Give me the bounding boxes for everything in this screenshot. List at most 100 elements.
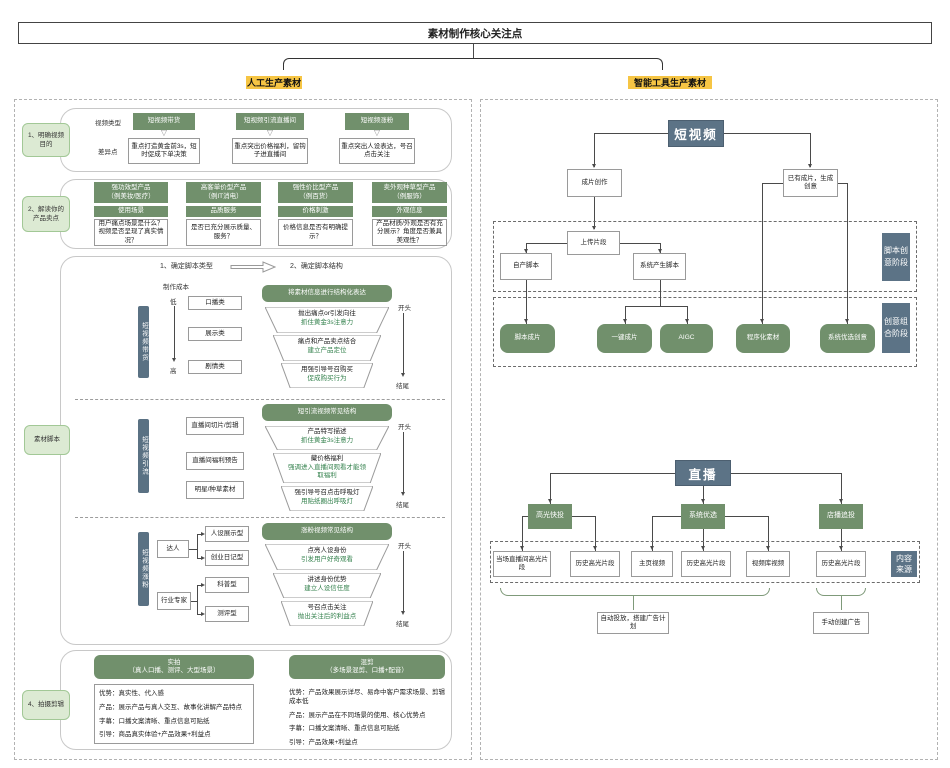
- section-4-label: 4、拍摄剪辑: [22, 690, 70, 720]
- connector-line: [526, 280, 527, 324]
- connector-line: [731, 473, 841, 474]
- arrowhead: [844, 319, 849, 323]
- diagram-node: 优势：真实性、代入感 产品：展示产品与真人交互、故事化讲解产品特点 字幕：口播文…: [94, 684, 254, 744]
- arrow-right-icon: [230, 260, 277, 278]
- right-panel: [480, 99, 938, 760]
- diagram-node: 用户痛点场景是什么？视频是否呈现了真实情况？: [94, 219, 168, 246]
- arrowhead: [838, 499, 843, 503]
- diagram-node: 脚本成片: [500, 324, 555, 353]
- connector-line: [724, 133, 810, 134]
- arrowhead: [519, 546, 524, 550]
- stage-2-label: 创意组 合阶段: [882, 303, 910, 353]
- diagram-node: 主页视频: [631, 551, 673, 577]
- connector-line: [197, 585, 202, 586]
- funnel-sub: 抓住黄金3s注意力: [300, 319, 354, 327]
- arrowhead: [523, 319, 528, 323]
- page-title: 素材制作核心关注点: [18, 22, 932, 44]
- arrowhead: [838, 546, 843, 550]
- head-label: 开头: [398, 305, 411, 312]
- diagram-node: 短视频涨粉: [345, 113, 409, 130]
- connector-line: [625, 306, 626, 324]
- funnel-sub: 抛出关注后的利益点: [297, 613, 357, 621]
- arrowhead: [400, 373, 405, 377]
- stage-1-label: 脚本创 意阶段: [882, 233, 910, 281]
- diagram-node: 是否已充分展示质量、服务？: [186, 219, 261, 246]
- arrowhead: [400, 611, 405, 615]
- diagram-node: 价格信息是否有明确提示？: [278, 219, 353, 246]
- funnel-sub: 建立人设信任度: [304, 585, 350, 593]
- funnel-row: 产品特写描述 抓住黄金3s注意力: [265, 426, 389, 450]
- diagram-node: 手动创建广告: [813, 612, 869, 634]
- funnel-row: 讲述身份优势 建立人设信任度: [273, 573, 381, 598]
- diagram-node: 程序化素材: [736, 324, 790, 353]
- divider: [75, 517, 445, 518]
- connector-line: [660, 280, 661, 306]
- connector-line: [550, 473, 675, 474]
- diagram-node: 优势：产品效果展示详尽、易命中客户需求场景、剪辑成本低 产品：展示产品在不同场景…: [289, 684, 447, 746]
- cost-label: 制作成本: [163, 284, 189, 291]
- funnel-sub: 强调进入直播间观看才能领取福利: [288, 464, 366, 479]
- diagram-node: 短视频带货: [133, 113, 195, 130]
- chevron-down-icon: ▽: [160, 128, 168, 137]
- arrowhead: [765, 546, 770, 550]
- diagram-node: 上传片段: [567, 231, 620, 255]
- arrowhead: [591, 164, 596, 168]
- arrowhead: [201, 611, 205, 616]
- diagram-node: 当场直播间高光片段: [493, 551, 551, 577]
- funnel-sub: 建立产品定位: [307, 347, 347, 355]
- root-short-video: 短视频: [668, 120, 724, 147]
- connector-line: [191, 601, 197, 602]
- diagram-node: 行业专家: [157, 592, 191, 610]
- connector-line: [810, 133, 811, 167]
- diagram-node: 价格刺激: [278, 206, 353, 217]
- connector-line: [550, 473, 551, 504]
- connector-line: [594, 197, 595, 229]
- connector-line: [197, 614, 202, 615]
- branch-label-smart: 智能工具生产素材: [628, 76, 712, 89]
- connector-line: [762, 183, 783, 184]
- list-item: 产品：展示产品与真人交互、故事化讲解产品特点: [99, 703, 242, 711]
- connector-line: [197, 534, 202, 535]
- diagram-node: 历史高光片段: [681, 551, 731, 577]
- list-item: 产品：展示产品在不同场景的使用、核心优势点: [289, 711, 426, 719]
- section-1-label: 1、明确视频目的: [22, 123, 70, 157]
- connector-line: [403, 432, 404, 494]
- connector-line: [847, 183, 848, 324]
- funnel-sub: 促成购买行为: [307, 375, 347, 383]
- cost-low: 低: [170, 299, 177, 306]
- diagram-node: 自动投放，搭建广告计划: [597, 612, 669, 634]
- diagram-node: 自产脚本: [500, 253, 552, 280]
- section-3: [60, 256, 452, 645]
- connector-line: [652, 516, 681, 517]
- diagram-node: 短视频引流直播间: [236, 113, 304, 130]
- diagram-node: 明星/种草素材: [186, 481, 244, 499]
- group-bar: 短视频引流: [138, 419, 149, 493]
- arrowhead: [201, 582, 205, 587]
- connector-line: [652, 516, 653, 551]
- connector-line: [633, 596, 634, 610]
- diagram-node: 系统产生脚本: [633, 253, 686, 280]
- diagram-node: 高光快投: [528, 504, 572, 529]
- funnel-title: 号召点击关注: [307, 604, 347, 611]
- diagram-node: 混剪 （多场景混剪、口播+配音）: [289, 655, 445, 679]
- arrowhead: [523, 249, 528, 253]
- root-live: 直播: [675, 460, 731, 486]
- connector-line: [660, 243, 661, 253]
- diagram-node: 重点打造黄金前3s，短时促成下单决策: [128, 138, 200, 164]
- connector-line: [197, 585, 198, 614]
- arrowhead: [201, 555, 205, 560]
- diagram-node: 达人: [157, 540, 189, 558]
- funnel-row: 强引导号召点击呼吸灯 用贴纸圈出呼吸灯: [281, 486, 373, 511]
- diagram-node: 历史高光片段: [816, 551, 866, 577]
- diagram-node: 外观信息: [372, 206, 447, 217]
- connector-line: [762, 183, 763, 324]
- funnel-title: 用强引导号召购买: [301, 366, 353, 373]
- tail-label: 结尾: [396, 621, 409, 628]
- brace: [500, 588, 770, 596]
- arrowhead: [622, 319, 627, 323]
- arrowhead: [684, 319, 689, 323]
- funnel-title: 痛点和产品卖点结合: [297, 338, 357, 345]
- arrowhead: [657, 249, 662, 253]
- funnel-header: 短引流视频常见结构: [262, 404, 392, 421]
- diagram-node: 一键成片: [597, 324, 652, 353]
